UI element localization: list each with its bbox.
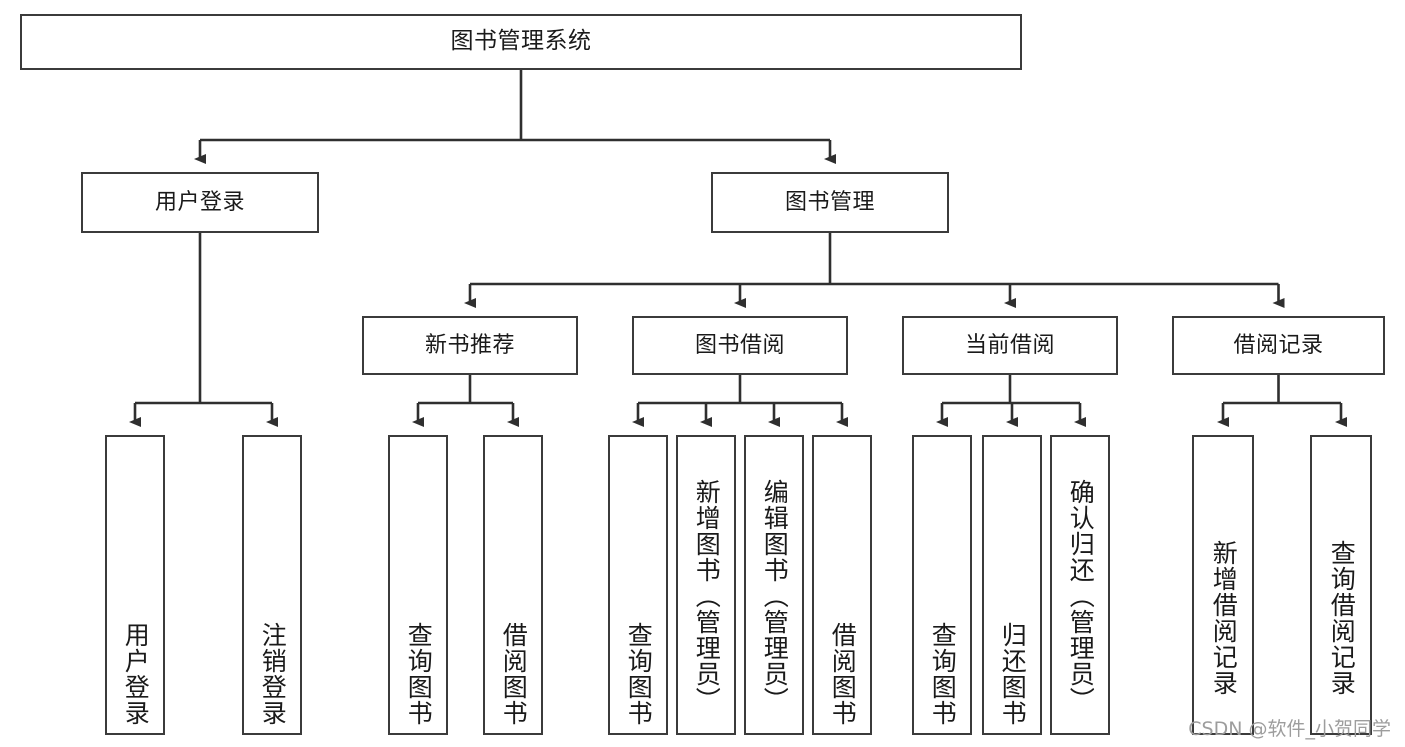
node-l_return[interactable]: 归还图书 (982, 435, 1042, 735)
node-l_edit[interactable]: 编辑图书（管理员） (744, 435, 804, 735)
node-l_qb2[interactable]: 查询图书 (608, 435, 668, 735)
node-label-l_bb1: 借阅图书 (499, 622, 529, 726)
node-l_qryrec[interactable]: 查询借阅记录 (1310, 435, 1372, 735)
node-label-l_bb2: 借阅图书 (828, 622, 858, 726)
node-label-l_edit: 编辑图书（管理员） (760, 479, 790, 713)
node-records[interactable]: 借阅记录 (1172, 316, 1385, 375)
node-l_qb3[interactable]: 查询图书 (912, 435, 972, 735)
node-l_login[interactable]: 用户登录 (105, 435, 165, 735)
node-label-current: 当前借阅 (964, 332, 1055, 358)
node-label-l_qb1: 查询图书 (404, 622, 434, 726)
node-bookmgmt[interactable]: 图书管理 (711, 172, 949, 233)
node-label-records: 借阅记录 (1233, 332, 1324, 358)
node-label-login: 用户登录 (154, 189, 245, 215)
watermark-text: CSDN @软件_小贺同学 (1188, 718, 1391, 740)
node-label-root: 图书管理系统 (450, 28, 592, 55)
node-current[interactable]: 当前借阅 (902, 316, 1118, 375)
node-label-l_confirm: 确认归还（管理员） (1066, 479, 1096, 713)
node-l_confirm[interactable]: 确认归还（管理员） (1050, 435, 1110, 735)
node-label-l_qb3: 查询图书 (928, 622, 958, 726)
node-label-l_addrec: 新增借阅记录 (1209, 540, 1239, 696)
node-l_bb1[interactable]: 借阅图书 (483, 435, 543, 735)
node-label-newbook: 新书推荐 (424, 332, 515, 358)
node-label-l_qb2: 查询图书 (624, 622, 654, 726)
node-borrow[interactable]: 图书借阅 (632, 316, 848, 375)
node-label-bookmgmt: 图书管理 (784, 189, 875, 215)
node-l_add[interactable]: 新增图书（管理员） (676, 435, 736, 735)
node-l_bb2[interactable]: 借阅图书 (812, 435, 872, 735)
node-l_addrec[interactable]: 新增借阅记录 (1192, 435, 1254, 735)
node-newbook[interactable]: 新书推荐 (362, 316, 578, 375)
node-root[interactable]: 图书管理系统 (20, 14, 1022, 70)
node-label-l_login: 用户登录 (121, 622, 151, 726)
node-l_qb1[interactable]: 查询图书 (388, 435, 448, 735)
node-login[interactable]: 用户登录 (81, 172, 319, 233)
node-label-l_add: 新增图书（管理员） (692, 479, 722, 713)
node-label-borrow: 图书借阅 (694, 332, 785, 358)
node-l_logout[interactable]: 注销登录 (242, 435, 302, 735)
node-label-l_qryrec: 查询借阅记录 (1327, 540, 1357, 696)
node-label-l_return: 归还图书 (998, 622, 1028, 726)
node-label-l_logout: 注销登录 (258, 622, 288, 726)
